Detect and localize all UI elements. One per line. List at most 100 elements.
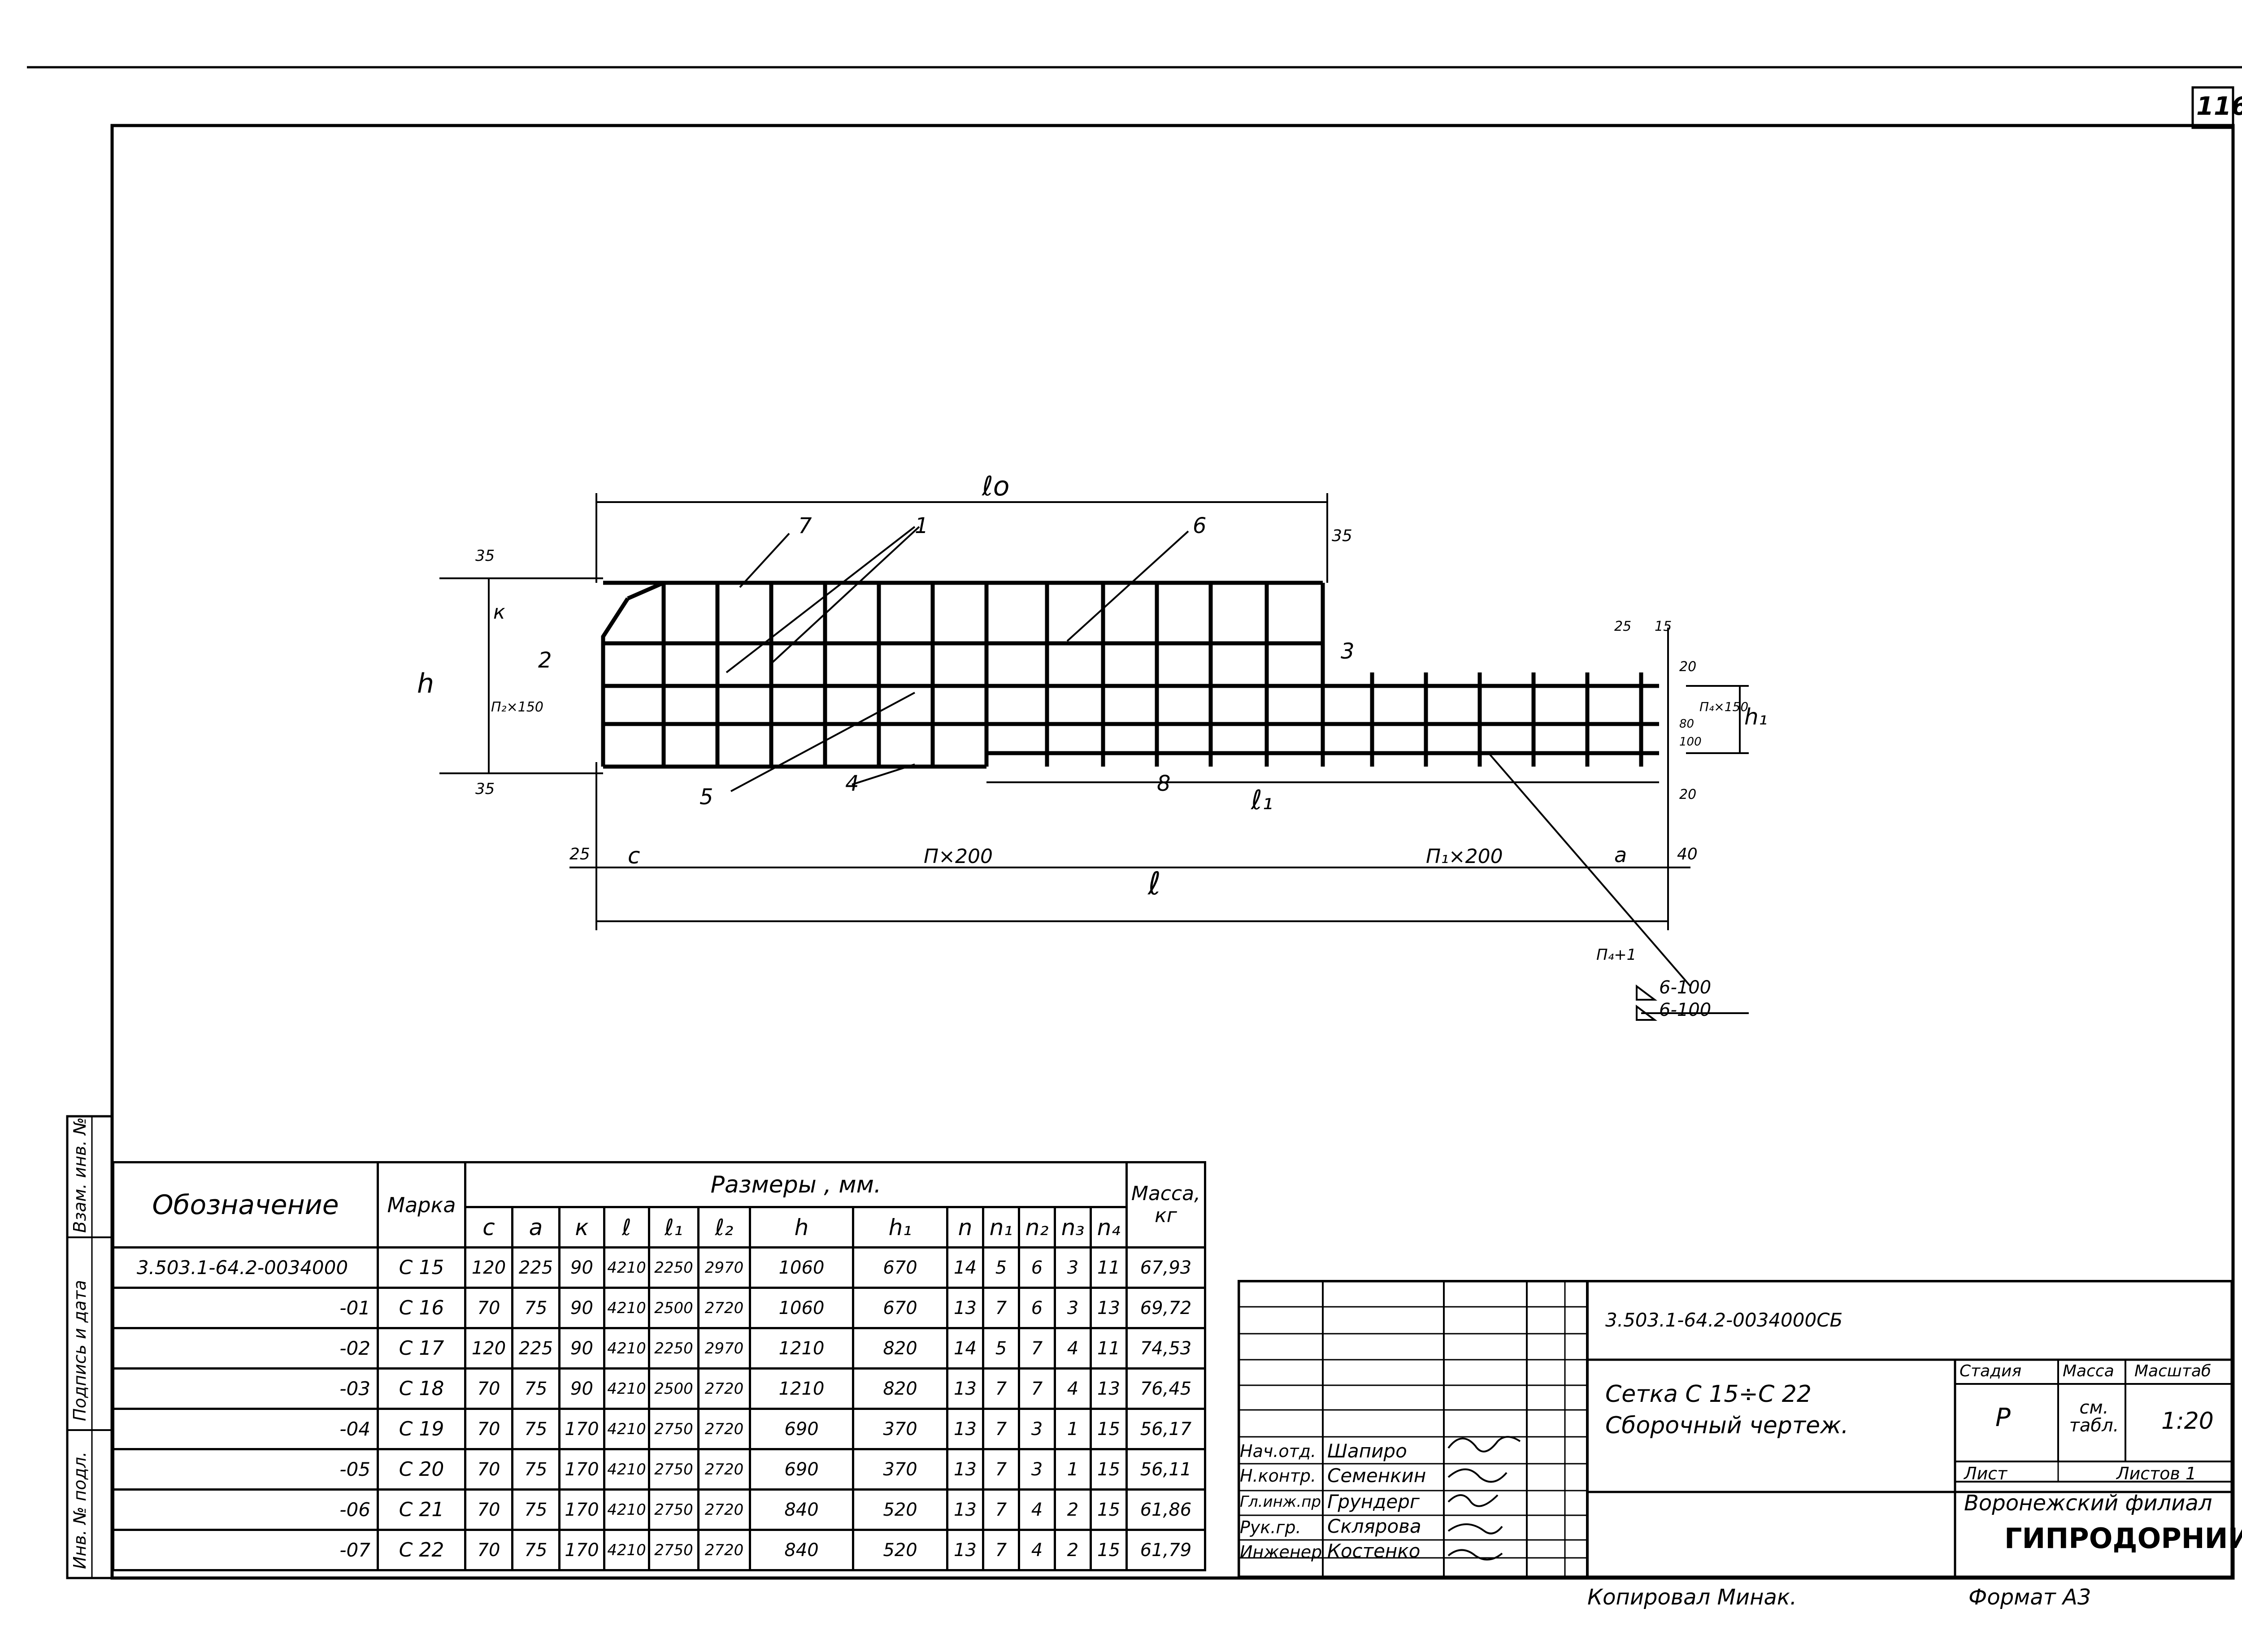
cell-value: 75 [511, 1529, 560, 1571]
cell-value: 4210 [603, 1448, 650, 1491]
cell-value: 13 [946, 1488, 984, 1531]
dim-25-left: 25 [569, 845, 590, 863]
cell-value: 1210 [749, 1367, 854, 1410]
cell-mark: С 20 [377, 1448, 466, 1491]
dim-35-upper: 35 [475, 547, 495, 565]
cell-value: 2750 [648, 1408, 700, 1450]
cell-value: 11 [1090, 1246, 1128, 1289]
cell-mark: С 21 [377, 1488, 466, 1531]
cell-value: 13 [946, 1448, 984, 1491]
cell-value: 2250 [648, 1327, 700, 1370]
cell-value: 7 [982, 1529, 1020, 1571]
cell-value: 170 [558, 1408, 605, 1450]
dim-h1: h₁ [1744, 704, 1768, 730]
cell-designation: -02 [112, 1327, 379, 1370]
cell-value: 75 [511, 1367, 560, 1410]
cell-value: 120 [464, 1327, 513, 1370]
cell-value: 7 [982, 1488, 1020, 1531]
sign-name-4: Склярова [1327, 1515, 1421, 1537]
weld-mark-2: 6-100 [1659, 1000, 1712, 1020]
cell-value: 2 [1054, 1529, 1092, 1571]
cell-value: 13 [946, 1529, 984, 1571]
cell-mark: С 16 [377, 1287, 466, 1329]
position-8: 8 [1157, 771, 1171, 796]
dim-20-top: 20 [1679, 659, 1697, 675]
col-h1: h₁ [852, 1206, 948, 1249]
cell-value: 75 [511, 1287, 560, 1329]
org-name-main: ГИПРОДОРНИИ [2004, 1522, 2242, 1555]
cell-value: 2720 [697, 1529, 751, 1571]
cell-value: 2750 [648, 1448, 700, 1491]
cell-value: 4210 [603, 1327, 650, 1370]
sign-name-3: Грундерг [1327, 1491, 1420, 1513]
dim-h: h [417, 668, 434, 699]
position-5: 5 [700, 785, 713, 810]
copied-by: Копировал Минак. [1587, 1585, 1797, 1610]
cell-value: 3 [1054, 1287, 1092, 1329]
cell-value: 170 [558, 1488, 605, 1531]
col-n3: n₃ [1054, 1206, 1092, 1249]
cell-value: 4210 [603, 1287, 650, 1329]
side-label-sign: Подпись и дата [70, 1280, 90, 1421]
cell-value: 15 [1090, 1488, 1128, 1531]
cell-value: 4210 [603, 1529, 650, 1571]
dim-15: 15 [1655, 619, 1672, 634]
page-number: 116 [2196, 92, 2242, 121]
dim-n200: П×200 [924, 845, 993, 868]
cell-mass: 56,17 [1125, 1408, 1206, 1450]
dim-a: а [1614, 843, 1627, 867]
weld-mark-1: 6-100 [1659, 977, 1712, 998]
position-1: 1 [915, 513, 929, 538]
cell-mark: С 18 [377, 1367, 466, 1410]
sign-role-5: Инженер [1240, 1542, 1322, 1562]
cell-value: 520 [852, 1488, 948, 1531]
cell-value: 7 [982, 1367, 1020, 1410]
col-a: а [511, 1206, 560, 1249]
cell-value: 13 [1090, 1367, 1128, 1410]
format-note: Формат А3 [1968, 1585, 2091, 1610]
cell-value: 7 [982, 1287, 1020, 1329]
dim-80: 80 [1679, 717, 1695, 731]
cell-value: 90 [558, 1367, 605, 1410]
cell-value: 3 [1018, 1408, 1056, 1450]
cell-value: 5 [982, 1327, 1020, 1370]
cell-value: 15 [1090, 1529, 1128, 1571]
cell-value: 2720 [697, 1408, 751, 1450]
cell-value: 1060 [749, 1246, 854, 1289]
cell-value: 11 [1090, 1327, 1128, 1370]
dim-k: к [493, 601, 505, 624]
cell-value: 90 [558, 1287, 605, 1329]
cell-value: 2720 [697, 1367, 751, 1410]
dim-n4-plus-1: П₄+1 [1596, 946, 1637, 964]
col-l1: ℓ₁ [648, 1206, 700, 1249]
sign-name-2: Семенкин [1327, 1465, 1426, 1487]
cell-mark: С 17 [377, 1327, 466, 1370]
position-3: 3 [1341, 639, 1355, 664]
spec-table: Обозначение Марка Размеры , мм. Масса, к… [112, 1161, 1206, 1571]
cell-value: 75 [511, 1488, 560, 1531]
sign-name-1: Шапиро [1327, 1440, 1407, 1462]
cell-value: 4210 [603, 1488, 650, 1531]
cell-value: 90 [558, 1246, 605, 1289]
cell-mass: 56,11 [1125, 1448, 1206, 1491]
cell-mass: 61,86 [1125, 1488, 1206, 1531]
cell-value: 225 [511, 1327, 560, 1370]
sheet-label: Лист [1964, 1464, 2007, 1483]
cell-value: 690 [749, 1448, 854, 1491]
side-label-replace: Взам. инв. № [70, 1117, 90, 1233]
cell-value: 1210 [749, 1327, 854, 1370]
cell-designation: -04 [112, 1408, 379, 1450]
cell-value: 4210 [603, 1246, 650, 1289]
cell-value: 90 [558, 1327, 605, 1370]
scale-value: 1:20 [2161, 1408, 2214, 1435]
cell-value: 2970 [697, 1327, 751, 1370]
cell-value: 520 [852, 1529, 948, 1571]
cell-value: 170 [558, 1448, 605, 1491]
signature-scribbles [1447, 1436, 1521, 1561]
dim-n1-200: П₁×200 [1426, 845, 1503, 868]
dim-40: 40 [1677, 845, 1698, 863]
col-l: ℓ [603, 1206, 650, 1249]
